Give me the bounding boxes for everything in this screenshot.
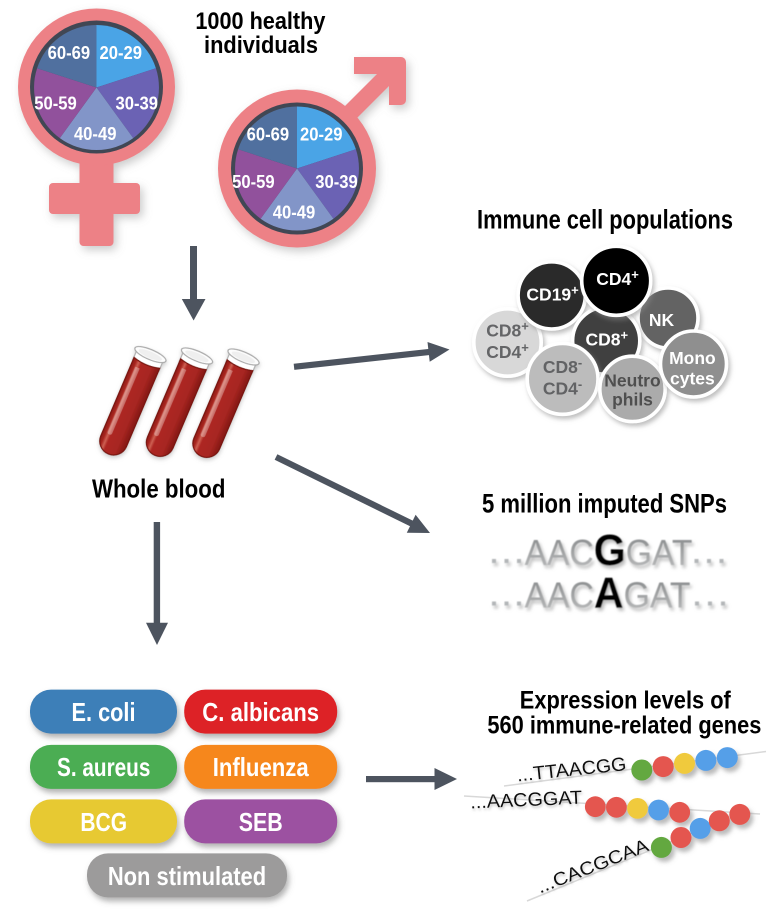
svg-text:30-39: 30-39 <box>116 94 159 114</box>
svg-text:20-29: 20-29 <box>100 43 143 63</box>
svg-text:phils: phils <box>612 390 653 410</box>
svg-text:C. albicans: C. albicans <box>202 697 319 727</box>
svg-text:Whole blood: Whole blood <box>92 473 226 503</box>
svg-text:Immune cell populations: Immune cell populations <box>477 204 733 234</box>
svg-text:...AACGGAT: ...AACGGAT <box>470 788 583 814</box>
svg-text:...TTAACGG: ...TTAACGG <box>516 754 628 786</box>
svg-text:AACAGAT: AACAGAT <box>525 569 691 618</box>
svg-text:20-29: 20-29 <box>300 125 343 145</box>
svg-text:CD8+: CD8+ <box>585 328 628 350</box>
svg-text:CD19+: CD19+ <box>526 283 579 305</box>
svg-text:NK: NK <box>649 310 675 330</box>
svg-text:S. aureus: S. aureus <box>57 752 150 782</box>
svg-text:40-49: 40-49 <box>74 124 117 144</box>
svg-text:CD4+: CD4+ <box>596 267 639 289</box>
svg-text:...CACGCAA: ...CACGCAA <box>534 834 652 897</box>
svg-text:cytes: cytes <box>670 369 715 389</box>
svg-text:560 immune-related genes: 560 immune-related genes <box>487 711 761 739</box>
svg-text:40-49: 40-49 <box>273 203 316 223</box>
svg-text:1000 healthy: 1000 healthy <box>195 8 326 35</box>
svg-text:60-69: 60-69 <box>48 43 91 63</box>
svg-text:Expression levels of: Expression levels of <box>520 686 732 714</box>
svg-text:individuals: individuals <box>204 32 318 59</box>
svg-text:Neutro: Neutro <box>604 370 660 390</box>
svg-text:5 million imputed SNPs: 5 million imputed SNPs <box>482 489 727 519</box>
svg-text:Mono: Mono <box>669 348 716 368</box>
svg-text:CD4+: CD4+ <box>486 340 529 362</box>
svg-text:E. coli: E. coli <box>72 697 136 727</box>
svg-text:BCG: BCG <box>80 807 127 837</box>
svg-text:Non stimulated: Non stimulated <box>108 861 266 891</box>
svg-text:50-59: 50-59 <box>232 172 275 192</box>
svg-text:CD8+: CD8+ <box>486 319 529 341</box>
svg-text:CD4-: CD4- <box>543 376 582 398</box>
svg-text:CD8-: CD8- <box>543 355 582 377</box>
svg-text:50-59: 50-59 <box>34 94 77 114</box>
svg-text:60-69: 60-69 <box>247 125 290 145</box>
svg-text:AACGGAT: AACGGAT <box>525 526 693 575</box>
svg-text:SEB: SEB <box>239 807 283 837</box>
svg-text:30-39: 30-39 <box>315 172 358 192</box>
svg-text:Influenza: Influenza <box>213 752 309 782</box>
